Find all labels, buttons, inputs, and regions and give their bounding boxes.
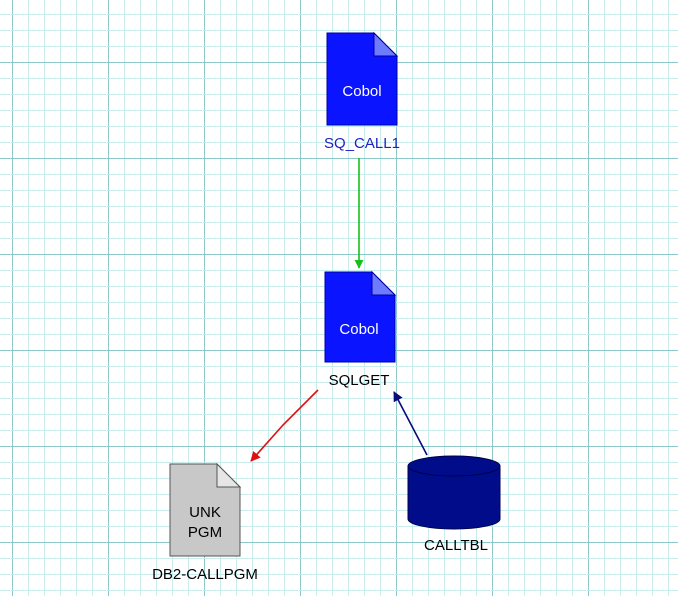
node-sq-call1[interactable]: Cobol SQ_CALL1 [324, 31, 400, 152]
node-label: DB2-CALLPGM [152, 566, 258, 583]
node-glyph-text: Cobol [339, 321, 378, 338]
node-glyph-line2: PGM [188, 524, 222, 541]
edges [250, 158, 428, 462]
node-label: SQLGET [329, 372, 390, 389]
node-sqlget[interactable]: Cobol SQLGET [324, 270, 397, 389]
node-calltbl[interactable]: CALLTBL [407, 455, 501, 554]
node-glyph-text: Cobol [342, 83, 381, 100]
database-table-icon [407, 455, 501, 530]
edge-calltbl-to-sqlget[interactable] [393, 391, 428, 456]
node-label: CALLTBL [424, 537, 488, 554]
node-label: SQ_CALL1 [324, 135, 400, 152]
unknown-program-icon: UNK PGM [169, 462, 242, 557]
edge-sqlget-to-db2-callpgm[interactable] [250, 389, 319, 462]
cobol-program-icon: Cobol [324, 270, 397, 363]
node-db2-callpgm[interactable]: UNK PGM DB2-CALLPGM [152, 462, 258, 583]
cobol-program-icon: Cobol [326, 31, 399, 126]
node-glyph-line1: UNK [189, 504, 221, 521]
